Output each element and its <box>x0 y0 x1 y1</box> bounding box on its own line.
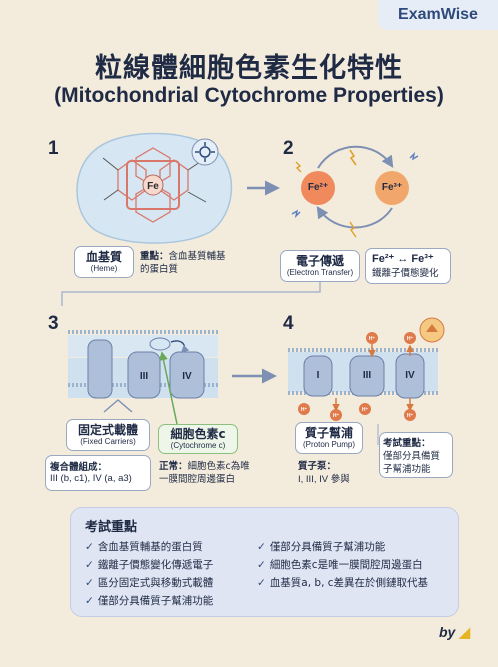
heme-note-title: 重點： <box>140 251 169 262</box>
check-icon: ✓ <box>257 559 266 571</box>
byline: by ◢ <box>438 624 470 640</box>
proton-pump-note: 質子泵： I, III, IV 參與 <box>298 460 378 486</box>
pump-list: I, III, IV 參與 <box>298 474 350 485</box>
cytochrome-c-label-box: 細胞色素c (Cytochrome c) <box>158 424 238 454</box>
proton-pump-label-box: 質子幫浦 (Proton Pump) <box>295 422 363 454</box>
fe2-ion-label: Fe²⁺ <box>307 182 329 193</box>
panel-number: 1 <box>48 138 59 159</box>
fixed-carriers-label: 固定式載體 <box>77 423 138 437</box>
proton-badges: H⁺ H⁺ H⁺ H⁺ H⁺ H⁺ <box>298 332 416 421</box>
fe3-ion-label: Fe³⁺ <box>381 182 403 193</box>
check-icon: ✓ <box>85 541 94 553</box>
check-icon: ✓ <box>85 595 94 607</box>
cytochrome-c-label-en: (Cytochrome c) <box>170 441 226 450</box>
electron-transfer-label-box: 電子傳遞 (Electron Transfer) <box>280 250 360 282</box>
exam-key-points: 考試重點 ✓含血基質輔基的蛋白質 ✓鐵離子價態變化傳遞電子 ✓區分固定式與移動式… <box>70 507 459 617</box>
page-title: 粒線體細胞色素生化特性 <box>95 53 403 84</box>
pump-exam-title: 考試重點： <box>383 438 431 449</box>
proton-label: H⁺ <box>369 336 376 342</box>
proton-label: H⁺ <box>407 336 414 342</box>
fixed-carriers-label-en: (Fixed Carriers) <box>80 437 136 446</box>
proton-pump-membrane <box>288 317 445 412</box>
fixed-carriers-label-box: 固定式載體 (Fixed Carriers) <box>66 419 150 451</box>
pump-exam-box: 考試重點： 僅部分具備質子幫浦功能 <box>379 432 453 478</box>
electron-transfer-label-en: (Electron Transfer) <box>286 268 354 277</box>
proton-label: H⁺ <box>301 407 308 413</box>
heme-label: 血基質 <box>85 250 122 264</box>
page-subtitle: (Mitochondrial Cytochrome Properties) <box>54 84 444 107</box>
composition-title: 複合體組成： <box>50 462 108 473</box>
exam-item: ✓細胞色素c是唯一膜間腔周邊蛋白 <box>257 559 423 571</box>
heme-label-box: 血基質 (Heme) <box>74 246 134 278</box>
exam-item: ✓血基質a, b, c差異在於側鏈取代基 <box>257 577 429 589</box>
complex-iv-label: IV <box>405 370 415 381</box>
panel-number: 4 <box>283 313 294 334</box>
iron-valence-box: Fe²⁺ ↔ Fe³⁺ 鐵離子價態變化 <box>365 248 451 284</box>
heme-note-text: 含血基質輔基的蛋白質 <box>140 251 226 275</box>
proton-label: H⁺ <box>333 413 340 419</box>
check-icon: ✓ <box>257 577 266 589</box>
exam-item: ✓僅部分具備質子幫浦功能 <box>85 595 214 607</box>
exam-item: ✓鐵離子價態變化傳遞電子 <box>85 559 214 571</box>
proton-label: H⁺ <box>407 413 414 419</box>
proton-label: H⁺ <box>362 407 369 413</box>
membrane-fixed-carriers <box>68 330 218 413</box>
complex-composition-box: 複合體組成： III (b, c1), IV (a, a3) <box>45 455 151 491</box>
heme-note: 重點：含血基質輔基的蛋白質 <box>140 250 230 276</box>
complex-iii-label: III <box>139 371 149 382</box>
electron-transfer-label: 電子傳遞 <box>295 254 344 268</box>
exam-item: ✓僅部分具備質子幫浦功能 <box>257 541 386 553</box>
cytochrome-c-note: 正常：細胞色素c為唯一膜間腔周邊蛋白 <box>159 460 259 486</box>
cytochrome-c-note-text: 細胞色素c為唯一膜間腔周邊蛋白 <box>159 461 250 485</box>
svg-text:Fe: Fe <box>147 181 159 192</box>
composition-text: III (b, c1), IV (a, a3) <box>50 473 132 484</box>
check-icon: ✓ <box>85 577 94 589</box>
heme-molecule: Fe <box>76 132 233 244</box>
iron-valence-note: 鐵離子價態變化 <box>372 268 439 279</box>
pump-exam-note: 僅部分具備質子幫浦功能 <box>383 451 441 475</box>
exam-item: ✓含血基質輔基的蛋白質 <box>85 541 203 553</box>
brand-label: ExamWise <box>378 0 498 30</box>
pump-title: 質子泵： <box>298 461 337 472</box>
banana-icon: ◢ <box>459 624 470 640</box>
flow-connector <box>61 282 321 306</box>
iron-equation: Fe²⁺ ↔ Fe³⁺ <box>372 253 434 265</box>
exam-item: ✓區分固定式與移動式載體 <box>85 577 214 589</box>
panel-number: 3 <box>48 313 59 334</box>
check-icon: ✓ <box>257 541 266 553</box>
electron-cycle <box>291 145 419 238</box>
cytochrome-c-note-title: 正常： <box>159 461 188 472</box>
proton-pump-label-en: (Proton Pump) <box>302 440 356 449</box>
complex-iv-label: IV <box>182 371 192 382</box>
cytochrome-c-label: 細胞色素c <box>170 427 226 441</box>
complex-iii-label: III <box>362 370 372 381</box>
exam-title: 考試重點 <box>85 520 138 535</box>
proton-pump-label: 質子幫浦 <box>304 426 353 440</box>
heme-label-en: (Heme) <box>90 264 118 273</box>
cytochrome-c-pointer <box>159 351 178 425</box>
panel-number: 2 <box>283 138 294 159</box>
check-icon: ✓ <box>85 559 94 571</box>
complex-i-label: I <box>316 370 320 381</box>
